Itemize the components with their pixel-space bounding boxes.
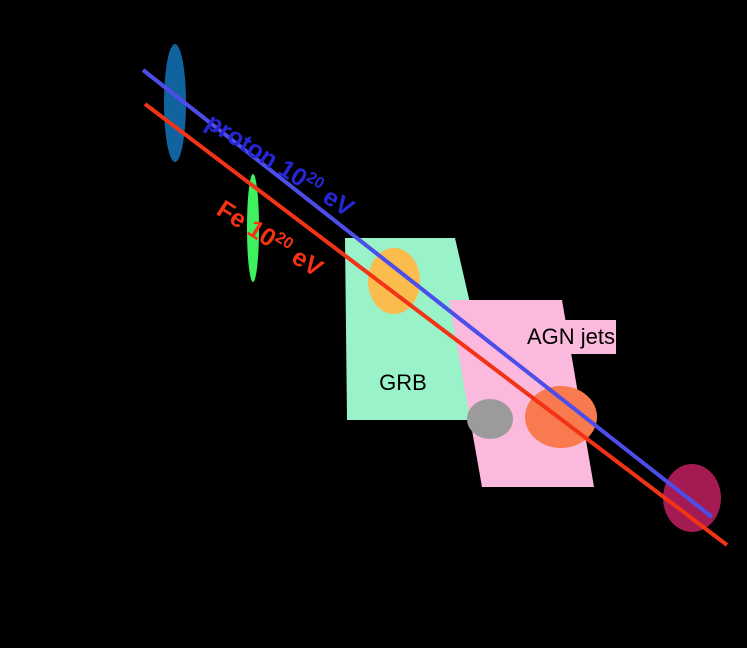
proton-confinement-line: [141, 68, 714, 519]
starburst-marker: [467, 399, 513, 439]
white-dwarf-marker: [247, 174, 259, 282]
grb-region-label-text: GRB: [379, 369, 427, 395]
grb-source-marker: [368, 248, 420, 314]
galaxy-cluster-marker: [663, 464, 721, 532]
grb-region-label: GRB: [370, 366, 436, 399]
agn-jets-region-label-text: AGN jets: [526, 324, 616, 349]
iron-confinement-line: [143, 102, 729, 547]
agn-jets-region-label: AGN jets: [526, 320, 616, 354]
